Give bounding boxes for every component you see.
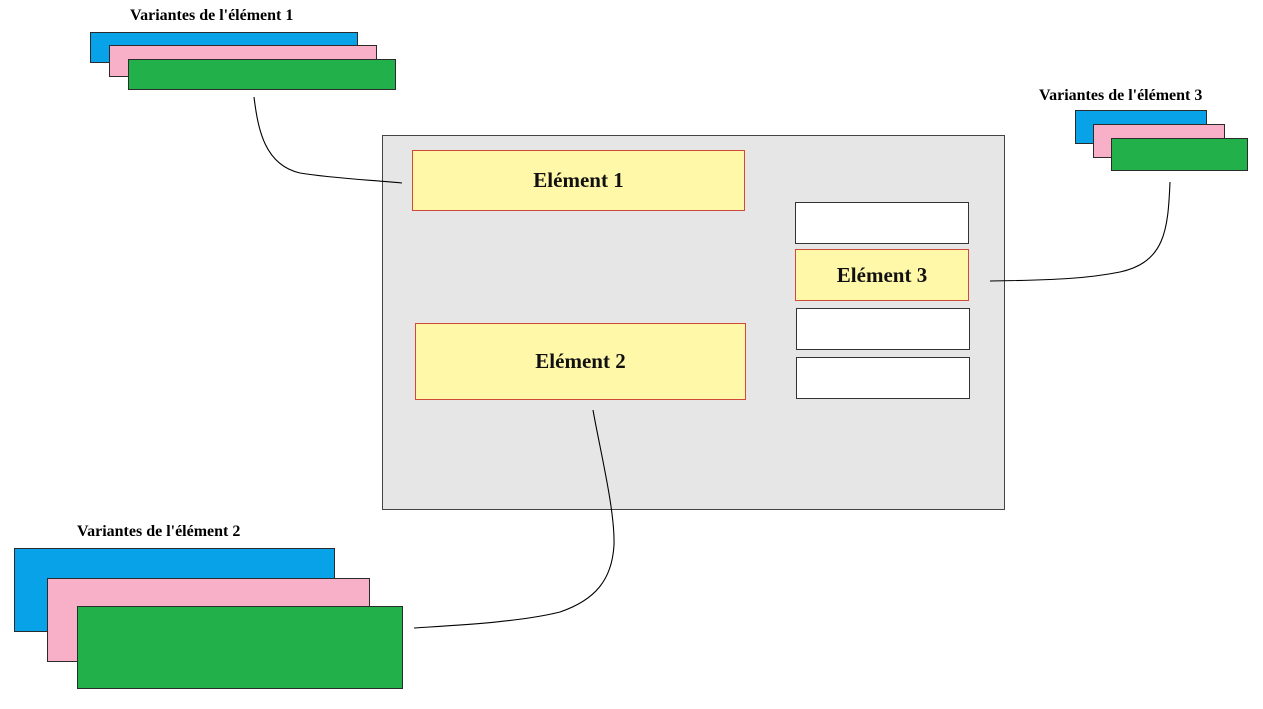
element-3-slot-middle [796, 308, 970, 350]
variant-2-green-card [77, 606, 403, 689]
variant-1-green-card [128, 59, 396, 90]
element-1-box: Elément 1 [412, 150, 745, 211]
variants-element-1-caption: Variantes de l'élément 1 [130, 7, 294, 24]
connector-variants-3-to-element-3 [989, 181, 1171, 282]
element-3-box: Elément 3 [795, 249, 969, 301]
connector-variants-1-to-element-1 [253, 96, 403, 184]
variants-element-2-caption: Variantes de l'élément 2 [77, 523, 241, 540]
variant-3-green-card [1111, 138, 1248, 171]
element-2-box: Elément 2 [415, 323, 746, 400]
element-3-slot-top [795, 202, 969, 244]
element-3-slot-bottom [796, 357, 970, 399]
variants-element-3-caption: Variantes de l'élément 3 [1039, 87, 1203, 104]
